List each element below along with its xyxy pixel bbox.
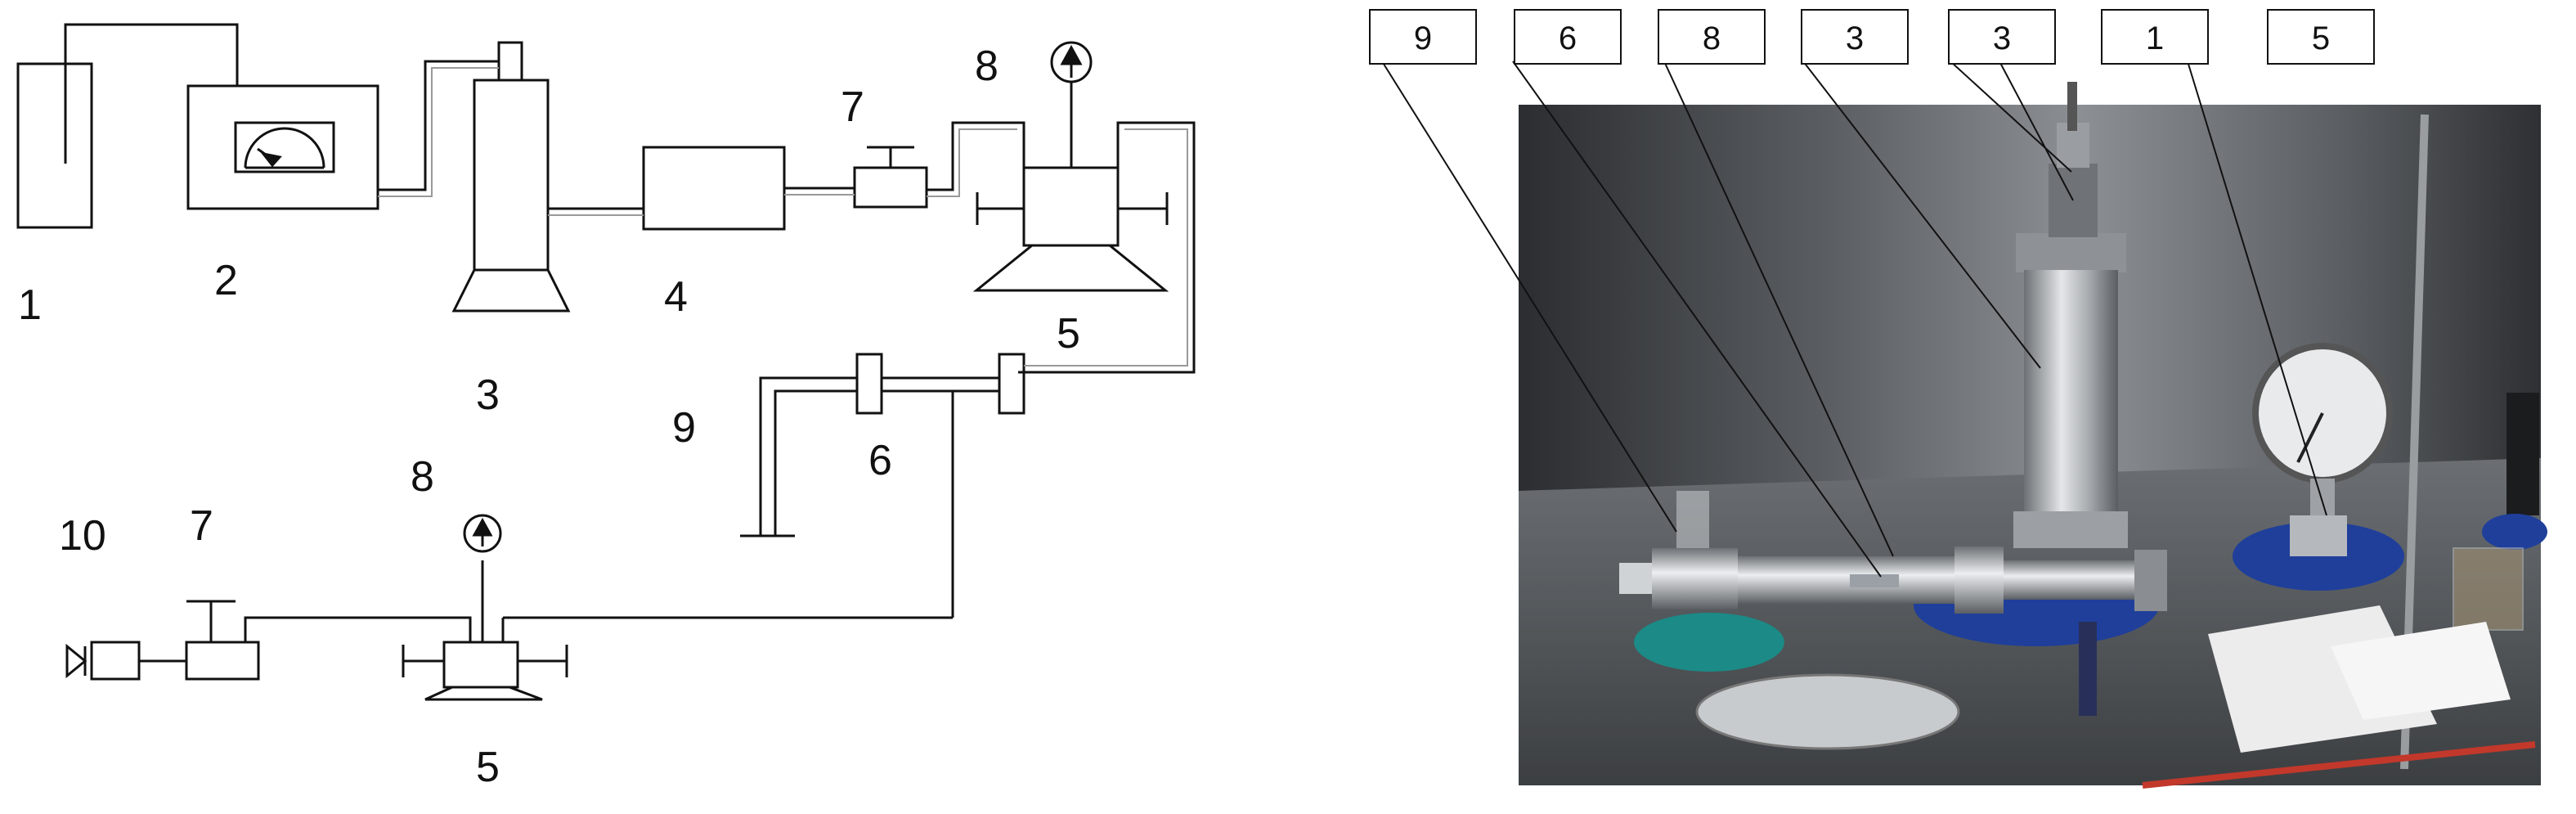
reactor-vessel <box>473 79 550 272</box>
callout-8: 8 <box>1703 20 1721 56</box>
schematic-labels: 1 2 3 4 5 5 6 7 7 8 8 9 10 <box>18 43 1080 791</box>
label-8-top: 8 <box>975 43 999 90</box>
valve-top <box>853 166 928 209</box>
callout-1: 1 <box>2146 20 2164 56</box>
callout-5: 5 <box>2312 20 2330 56</box>
callout-box <box>1514 9 1622 65</box>
gas-cylinder <box>16 62 93 229</box>
label-5-bottom: 5 <box>476 744 500 791</box>
base-foot-top <box>972 244 1169 292</box>
callout-box <box>2101 9 2209 65</box>
pressure-base-bottom <box>442 641 519 689</box>
label-5-top: 5 <box>1057 310 1080 358</box>
callout-3b: 3 <box>1993 20 2011 56</box>
callout-6: 6 <box>1559 20 1577 56</box>
teal-base <box>1634 613 1784 672</box>
callouts: 9 6 8 3 3 1 5 <box>1369 9 2375 65</box>
label-3: 3 <box>476 371 500 419</box>
label-1: 1 <box>18 281 42 329</box>
callout-3a: 3 <box>1846 20 1864 56</box>
callout-box <box>2267 9 2375 65</box>
outlet-box <box>90 641 141 681</box>
callout-box <box>1658 9 1766 65</box>
label-4: 4 <box>664 273 688 321</box>
callout-box <box>1948 9 2056 65</box>
holder-flange-left <box>855 353 883 415</box>
label-10: 10 <box>59 512 106 560</box>
unit-4-box <box>642 146 786 231</box>
holder-end-left <box>1652 548 1738 609</box>
valve-bottom <box>185 641 260 681</box>
holder-body <box>1738 556 1954 604</box>
label-7-top: 7 <box>841 83 864 131</box>
gauge-bottom <box>463 514 502 553</box>
gauge-window <box>234 121 335 173</box>
holder-flange-right <box>998 353 1025 415</box>
vessel-cap <box>497 41 523 82</box>
callout-9: 9 <box>1414 20 1432 56</box>
schematic-diagram: 1 2 3 4 5 5 6 7 7 8 8 9 10 <box>0 0 1276 810</box>
vessel-base <box>451 268 571 313</box>
apparatus-photo: 9 6 8 3 3 1 5 <box>1276 0 2576 810</box>
vessel-body <box>2024 270 2118 515</box>
photo-svg: 9 6 8 3 3 1 5 <box>1369 9 2547 789</box>
label-8-bottom: 8 <box>411 453 434 501</box>
vessel-top-flange <box>2016 233 2126 272</box>
turntable <box>1695 673 1960 750</box>
callout-box <box>1801 9 1909 65</box>
regulator-box <box>186 84 379 210</box>
leader-lines <box>1381 61 2327 578</box>
callout-box <box>1369 9 1477 65</box>
schematic-svg: 1 2 3 4 5 5 6 7 7 8 8 9 10 <box>16 23 1196 791</box>
label-6: 6 <box>868 437 892 484</box>
pressure-base-top <box>1022 166 1120 247</box>
gauge-top <box>1050 41 1093 83</box>
label-9: 9 <box>672 404 696 452</box>
base-foot-bottom <box>424 686 543 701</box>
label-7-bottom: 7 <box>190 502 213 550</box>
label-2: 2 <box>214 257 238 304</box>
